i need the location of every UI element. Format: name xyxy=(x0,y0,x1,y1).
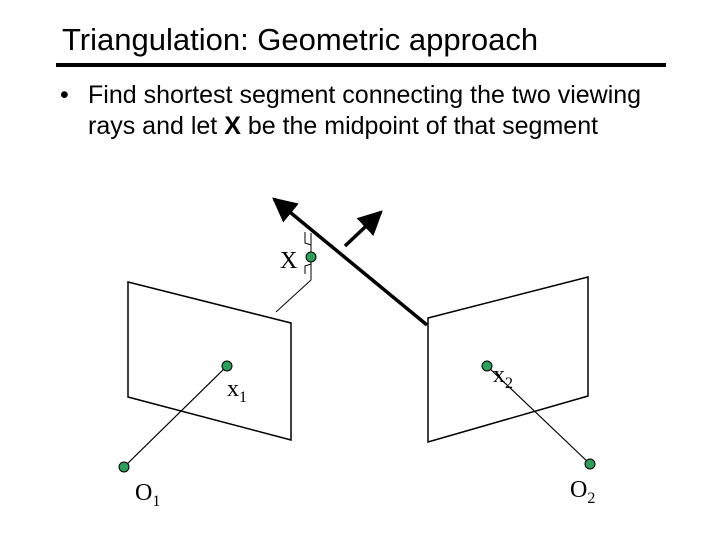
image-plane-left xyxy=(127,281,292,441)
label-O2-sub: 2 xyxy=(587,490,595,507)
viewing-ray-right xyxy=(343,210,383,248)
bullet-text-bold-x: X xyxy=(224,112,241,140)
bullet-text-part1: Find shortest segment connecting the two… xyxy=(88,81,642,140)
label-x1: x1 xyxy=(227,376,247,406)
label-O1-main: O xyxy=(135,480,152,506)
bullet-text-part2: be the midpoint of that segment xyxy=(240,112,599,140)
label-X: X xyxy=(280,248,297,274)
label-x2-sub: 2 xyxy=(505,375,513,392)
point-o1 xyxy=(118,461,130,473)
bullet-text: Find shortest segment connecting the two… xyxy=(88,80,688,142)
label-x1-sub: 1 xyxy=(239,389,247,406)
label-O2-main: O xyxy=(570,477,587,503)
ray-o2-x2 xyxy=(486,365,591,465)
label-O1-sub: 1 xyxy=(152,493,160,510)
image-plane-right xyxy=(427,276,589,443)
bullet-marker: • xyxy=(60,81,69,109)
point-o2 xyxy=(584,458,596,470)
point-x1 xyxy=(221,360,233,372)
label-x1-main: x xyxy=(227,376,239,402)
label-x2: x2 xyxy=(493,362,513,392)
title-divider xyxy=(56,63,666,67)
viewing-ray-left xyxy=(272,197,429,327)
point-x-midpoint xyxy=(305,251,317,263)
ray-segment-thin-left xyxy=(275,279,312,313)
label-O2: O2 xyxy=(570,477,595,507)
label-O1: O1 xyxy=(135,480,160,510)
label-x2-main: x xyxy=(493,362,505,388)
point-x2 xyxy=(481,360,493,372)
slide-title: Triangulation: Geometric approach xyxy=(62,22,539,57)
right-angle-mark-top xyxy=(304,232,312,246)
right-angle-mark-bottom xyxy=(304,263,312,274)
ray-o1-x1 xyxy=(123,365,228,468)
